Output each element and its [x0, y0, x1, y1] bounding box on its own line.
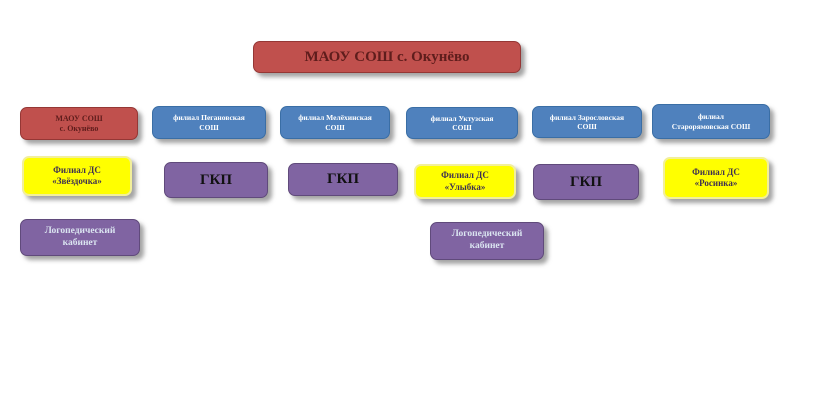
chart-title-box: МАОУ СОШ с. Окунёво — [253, 41, 521, 73]
gkp-box-1: ГКП — [164, 162, 268, 198]
main-school-box: МАОУ СОШ с. Окунёво — [20, 107, 138, 140]
kindergarten-box-zvezdochka: Филиал ДС «Звёздочка» — [22, 156, 132, 196]
speech-room-box-1: Логопедический кабинет — [20, 219, 140, 256]
gkp-box-2: ГКП — [288, 163, 398, 196]
branch-box-melyohinskaya: филиал Мелёхинская СОШ — [280, 106, 390, 139]
gkp-box-3: ГКП — [533, 164, 639, 200]
branch-box-staroryamovskaya: филиал Старорямовская СОШ — [652, 104, 770, 139]
kindergarten-box-rosinka: Филиал ДС «Росинка» — [663, 157, 769, 199]
kindergarten-box-ulybka: Филиал ДС «Улыбка» — [414, 164, 516, 199]
speech-room-box-2: Логопедический кабинет — [430, 222, 544, 260]
branch-box-zaroslovskaya: филиал Зарословская СОШ — [532, 106, 642, 138]
branch-box-uktuzskaya: филиал Уктузская СОШ — [406, 107, 518, 139]
branch-box-peganovskaya: филиал Пегановская СОШ — [152, 106, 266, 139]
